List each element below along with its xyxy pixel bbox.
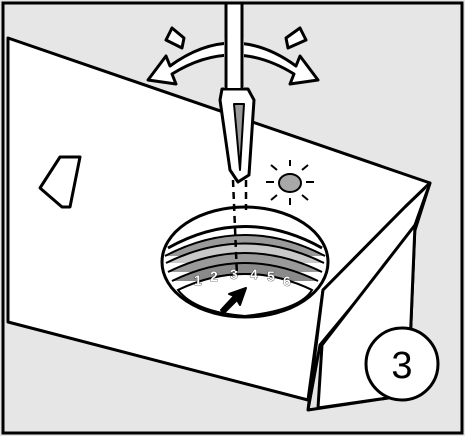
step-number-badge: 3: [366, 328, 438, 400]
dial-label-2: 2: [210, 268, 218, 284]
dial-label-1: 1: [194, 272, 202, 288]
step-number: 3: [391, 345, 412, 387]
dial-label-5: 5: [267, 268, 275, 284]
dial-label-4: 4: [250, 266, 258, 282]
dial-label-6: 6: [283, 273, 291, 289]
